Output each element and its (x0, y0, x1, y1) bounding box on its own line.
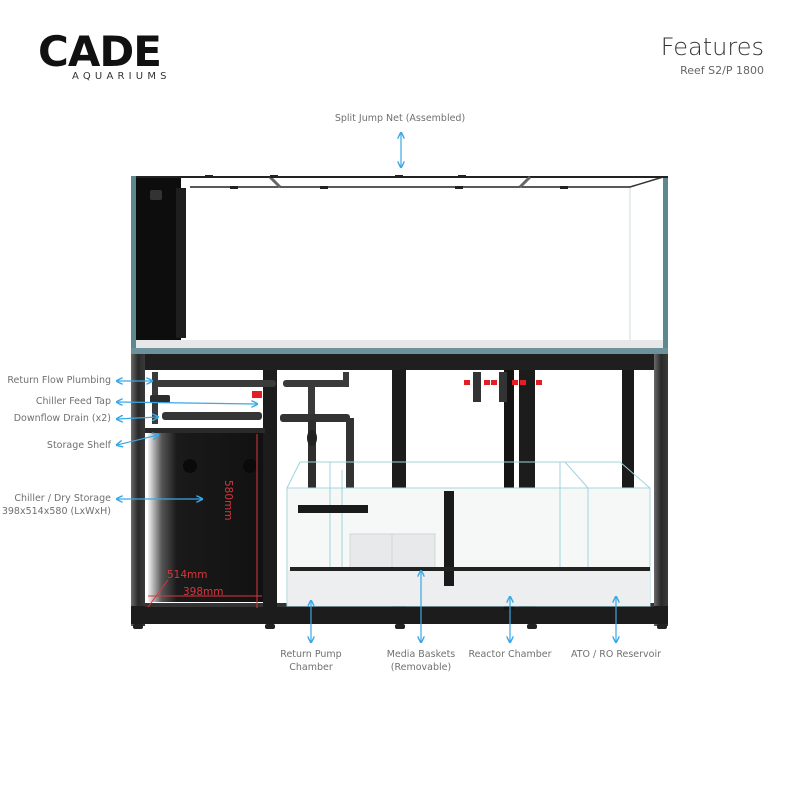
page-title: Features (660, 33, 764, 61)
chiller-storage-bay (145, 372, 354, 602)
dimension-width-label: 514mm (167, 569, 208, 581)
dimension-height-label: 580mm (222, 480, 234, 521)
brand-logo-subtext: AQUARIUMS (72, 71, 171, 82)
page-subtitle: Reef S2/P 1800 (680, 64, 764, 77)
display-tank (131, 175, 668, 354)
callout-chiller-dry-storage-size: 398x514x580 (LxWxH) (1, 506, 111, 517)
callout-return-pump-chamber: Return Pump Chamber (261, 649, 361, 674)
callout-reactor-chamber: Reactor Chamber (468, 649, 552, 660)
callout-return-pump-line2: Chamber (289, 661, 333, 673)
callout-downflow-drain: Downflow Drain (x2) (13, 413, 111, 424)
callout-arrows (117, 133, 616, 642)
callout-ato-ro-reservoir: ATO / RO Reservoir (570, 649, 662, 660)
callout-chiller-feed-tap: Chiller Feed Tap (35, 396, 111, 407)
callout-chiller-dry-storage: Chiller / Dry Storage (14, 493, 111, 504)
callout-storage-shelf: Storage Shelf (46, 440, 111, 451)
flow-valves (464, 372, 542, 402)
sump (286, 461, 651, 607)
callout-media-baskets-line2: (Removable) (390, 661, 452, 673)
callout-split-jump-net: Split Jump Net (Assembled) (334, 113, 466, 124)
callout-media-baskets-line1: Media Baskets (386, 649, 456, 660)
callout-return-flow-plumbing: Return Flow Plumbing (7, 375, 111, 386)
callout-return-pump-line1: Return Pump (280, 649, 342, 660)
brand-logo: CADE (38, 27, 162, 76)
dimension-lines (147, 434, 262, 608)
callout-media-baskets: Media Baskets (Removable) (371, 649, 471, 674)
dimension-length-label: 398mm (183, 586, 224, 598)
baffle-bracket (298, 505, 368, 513)
